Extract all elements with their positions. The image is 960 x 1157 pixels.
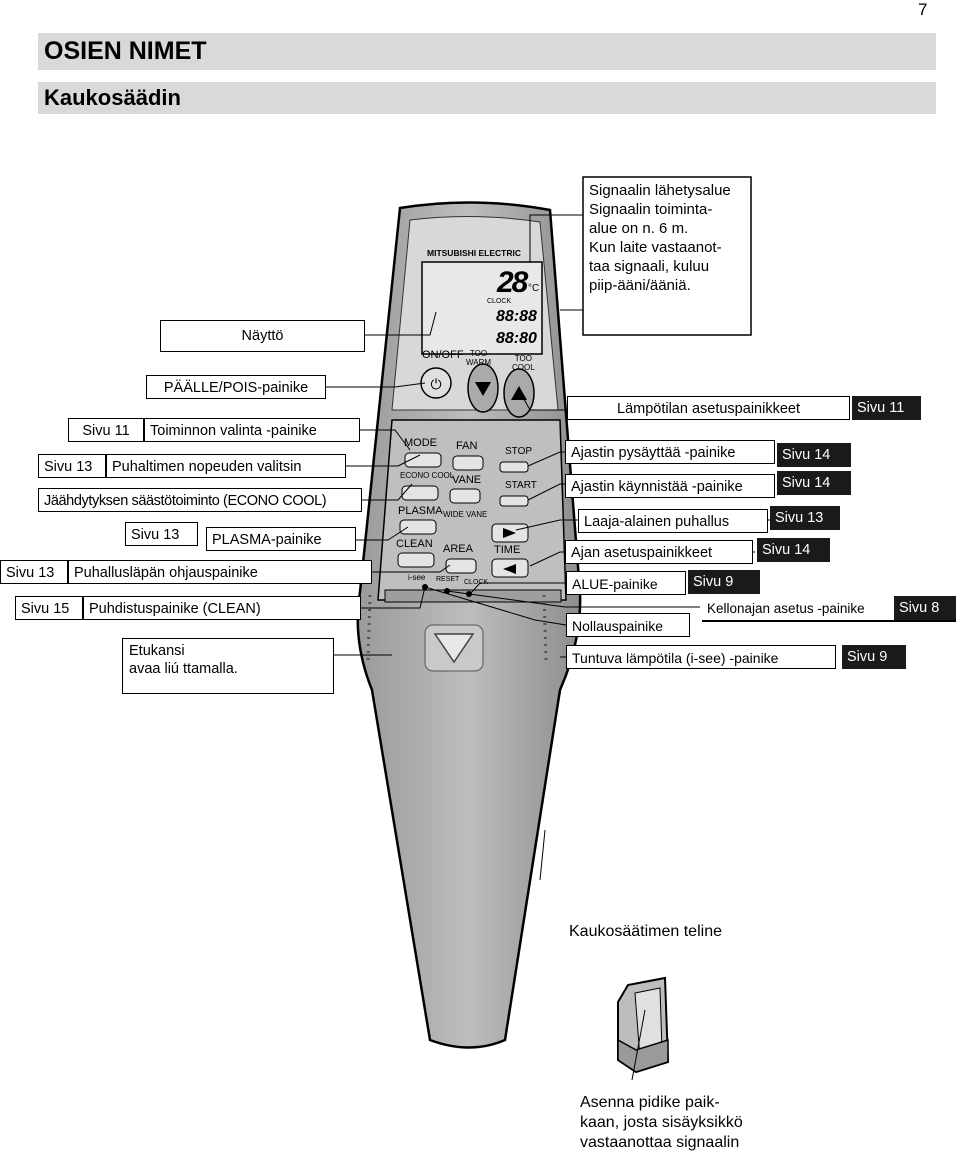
label-temp-buttons: Lämpötilan asetuspainikkeet (567, 396, 850, 420)
display-unit: °C (528, 283, 540, 294)
stop-button-label: STOP (505, 446, 533, 457)
clock-button-label: CLOCK (464, 579, 489, 586)
subsection-heading: Kaukosäädin (38, 82, 936, 114)
label-i-see: Tuntuva lämpötila (i-see) -painike (566, 645, 836, 669)
ref-time: Sivu 14 (757, 538, 830, 562)
wide-vane-button-label: WIDE VANE (443, 510, 488, 519)
clean-button-label: CLEAN (396, 538, 433, 550)
ref-mode: Sivu 11 (68, 418, 144, 442)
holder-illustration (617, 976, 670, 1081)
clock-set-underline (702, 620, 956, 622)
ref-fan: Sivu 13 (38, 454, 106, 478)
label-reset: Nollauspainike (566, 613, 690, 637)
label-timer-start: Ajastin käynnistää -painike (565, 474, 775, 498)
label-clean: Puhdistuspainike (CLEAN) (83, 596, 361, 620)
section-heading: OSIEN NIMET (38, 33, 936, 70)
ref-clock: Sivu 8 (894, 596, 956, 620)
label-area: ALUE-painike (566, 571, 686, 595)
reset-button-label: RESET (436, 576, 460, 583)
label-cover: Etukansi avaa liú ttamalla. (122, 638, 334, 694)
i-see-button-label: i-see (408, 573, 426, 582)
ref-area: Sivu 9 (688, 570, 760, 594)
ref-wide-vane: Sivu 13 (770, 506, 840, 530)
display-time2: 88:80 (496, 330, 537, 347)
display-time1: 88:88 (496, 308, 537, 325)
econo-cool-button-label: ECONO COOL (400, 471, 455, 480)
holder-title: Kaukosäätimen teline (569, 923, 722, 940)
svg-text:⏻: ⏻ (430, 376, 441, 392)
label-vane: Puhallusläpän ohjauspainike (68, 560, 372, 584)
area-button-label: AREA (443, 543, 473, 555)
time-button-label: TIME (494, 544, 521, 556)
display-clock-label: CLOCK (487, 298, 512, 305)
plasma-button-label: PLASMA (398, 505, 443, 517)
start-button-label: START (505, 480, 537, 491)
too-cool-label: TOO COOL (512, 354, 535, 372)
page-number: 7 (918, 0, 928, 19)
mode-button-label: MODE (404, 437, 437, 449)
label-mode: Toiminnon valinta -painike (144, 418, 360, 442)
on-off-button (420, 367, 452, 399)
label-time-set: Ajan asetuspainikkeet (565, 540, 753, 564)
on-off-label: ON/OFF (422, 349, 464, 361)
ref-i-see: Sivu 9 (842, 645, 906, 669)
label-plasma: PLASMA-painike (206, 527, 356, 551)
label-fan: Puhaltimen nopeuden valitsin (106, 454, 346, 478)
brand-logo: MITSUBISHI ELECTRIC (427, 248, 521, 258)
label-on-off: PÄÄLLE/POIS-painike (146, 375, 326, 399)
vane-button-label: VANE (452, 474, 482, 486)
label-clock-set: Kellonajan asetus -painike (702, 597, 894, 621)
label-timer-stop: Ajastin pysäyttää -painike (565, 440, 775, 464)
signal-note: Signaalin lähetysalue Signaalin toiminta… (583, 177, 751, 333)
signal-note-frame (582, 176, 752, 336)
too-warm-label: TOO WARM (466, 349, 492, 367)
holder-note: Asenna pidike paik- kaan, josta sisäyksi… (580, 1094, 743, 1151)
fan-button-label: FAN (456, 440, 478, 452)
label-display: Näyttö (160, 320, 365, 352)
lcd-display (421, 261, 543, 355)
ref-timer-start: Sivu 14 (777, 471, 851, 495)
ref-temp: Sivu 11 (852, 396, 921, 420)
ref-clean: Sivu 15 (15, 596, 83, 620)
ref-timer-stop: Sivu 14 (777, 443, 851, 467)
label-wide-vane: Laaja-alainen puhallus (578, 509, 768, 533)
ref-vane: Sivu 13 (0, 560, 68, 584)
display-temp: 28 (497, 266, 528, 299)
label-econo: Jäähdytyksen säästötoiminto (ECONO COOL) (38, 488, 362, 512)
ref-plasma: Sivu 13 (125, 522, 198, 546)
